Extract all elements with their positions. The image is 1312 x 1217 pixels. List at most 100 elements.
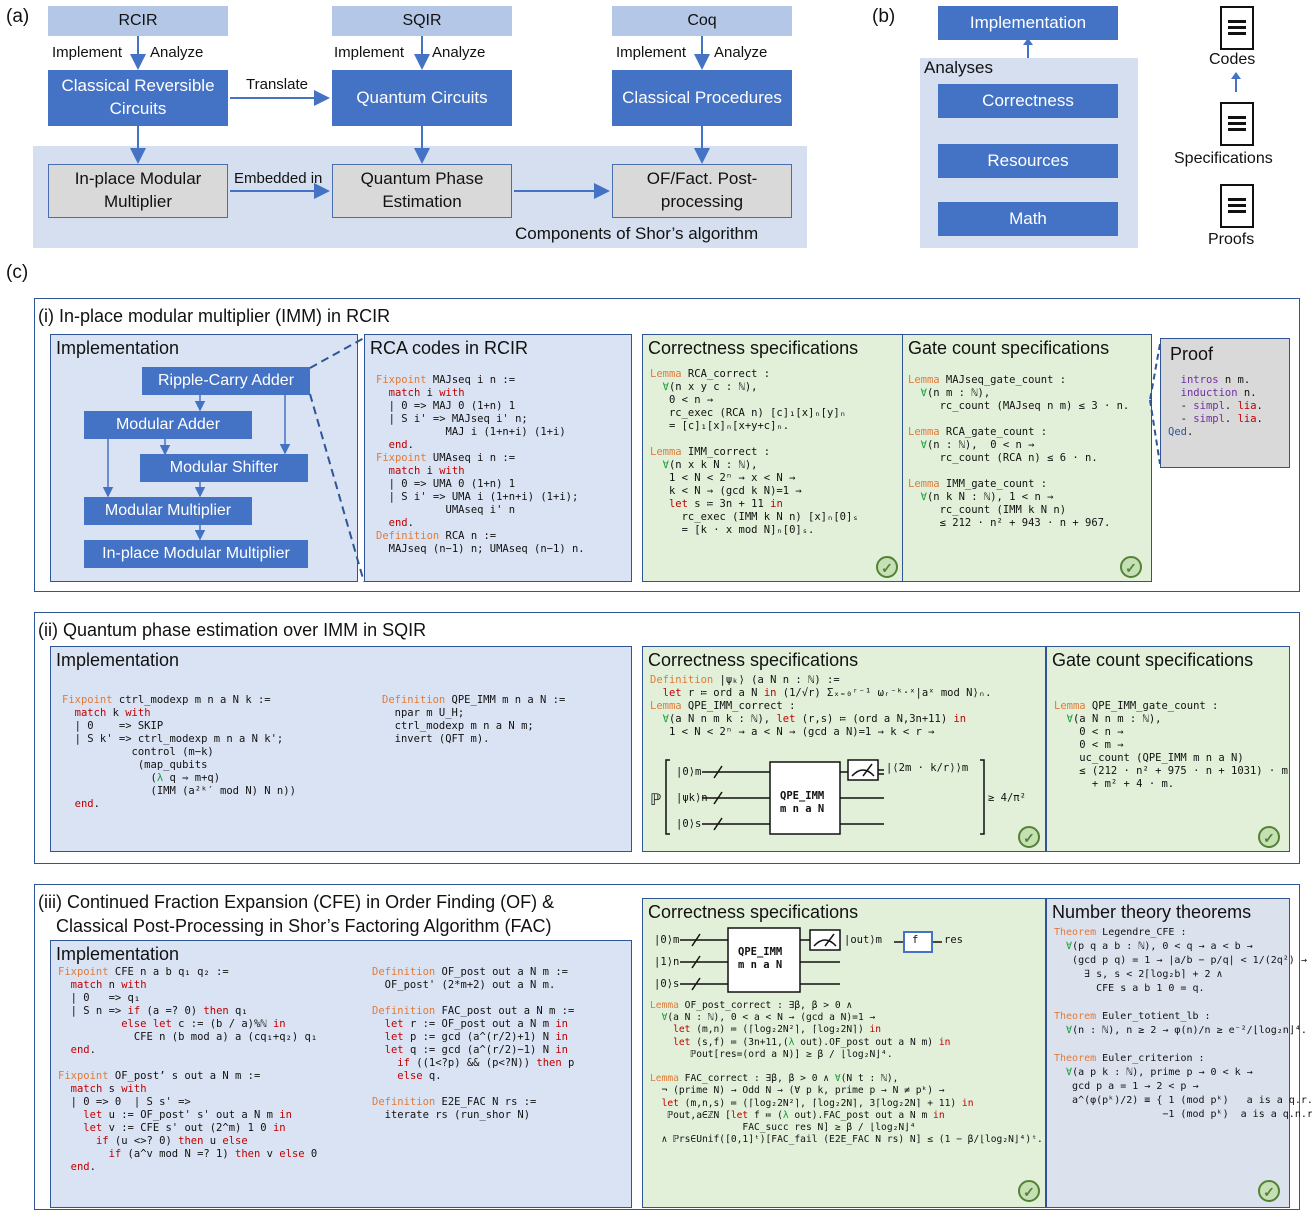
sqir-header: SQIR [332,6,512,36]
analyze-label: Analyze [150,44,204,61]
qpe-correctness-panel [642,646,1046,852]
number-theory-title: Number theory theorems [1052,902,1252,922]
implement-label: Implement [616,44,687,61]
codes-label: Codes [1209,51,1256,68]
verified-check-icon: ✓ [1258,826,1280,848]
document-icon [1220,102,1254,146]
section-qpe [34,612,1300,864]
cfe-code-right: Definition OF_post out a N m := OF_post'… [372,966,575,1121]
section-cfe [34,884,1300,1210]
rcir-header: RCIR [48,6,228,36]
analyze-label: Analyze [714,44,768,61]
up-arrow [1231,72,1241,92]
qpe-circuit-output: |⟨2m · k/r⟩⟩m [886,762,969,774]
qpe-code-right: Definition QPE_IMM m n a N := npar m U_H… [382,694,566,745]
coq-header: Coq [612,6,792,36]
rca-code-block: Fixpoint MAJseq i n := match i with | 0 … [376,374,585,555]
cfe-circuit-output: |out⟩m [844,934,882,946]
cfe-code-left: Fixpoint CFE n a b q₁ q₂ := match n with… [58,966,318,1173]
analyze-label: Analyze [432,44,486,61]
qpe-circuit-input-2: |0⟩s [676,818,702,830]
shor-components-caption: Components of Shor’s algorithm [515,224,759,243]
qpe-probability-bound: ≥ 4/π² [988,792,1026,804]
cfe-implementation-title: Implementation [56,944,180,964]
translate-label: Translate [246,76,308,93]
qpe-gate-count-panel [1046,646,1290,852]
verified-check-icon: ✓ [1258,1180,1280,1202]
section-cfe-title-2: Classical Post-Processing in Shor’s Fact… [56,916,552,936]
f-box-label: f [912,934,919,946]
proof-panel [1160,338,1290,468]
cfe-correctness-code: Lemma OF_post_correct : ∃β, β > 0 ∧ ∀(a … [650,1000,1043,1146]
modular-adder-box: Modular Adder [84,411,252,439]
quantum-circuits-box: Quantum Circuits [332,70,512,126]
qpe-circuit-input-1: |ψk⟩n [676,792,708,804]
cfe-circuit-input-1: |1⟩n [654,956,680,968]
imm-correctness-title: Correctness specifications [648,338,859,358]
post-processing-box: OF/Fact. Post-processing [612,164,792,218]
in-place-modular-multiplier-box: In-place Modular Multiplier [84,540,308,568]
rca-code-panel [364,334,632,582]
proof-title: Proof [1170,344,1214,364]
section-imm-title: (i) In-place modular multiplier (IMM) in… [38,306,391,326]
up-arrow [1023,38,1033,58]
classical-reversible-circuits-box: Classical Reversible Circuits [48,70,228,126]
imm-correctness-code: Lemma RCA_correct : ∀(n x y c : ℕ), 0 < … [650,368,859,536]
section-cfe-title-1: (iii) Continued Fraction Expansion (CFE)… [38,892,555,912]
rca-code-title: RCA codes in RCIR [370,338,529,358]
number-theory-code: Theorem Legendre_CFE : ∀(p q a b : ℕ), 0… [1054,927,1312,1120]
implementation-box: Implementation [938,6,1118,40]
correctness-box: Correctness [938,84,1118,118]
panel-a-label: (a) [6,6,30,27]
embedded-in-label: Embedded in [234,170,323,187]
proofs-label: Proofs [1208,231,1255,248]
cfe-circuit-input-2: |0⟩s [654,978,680,990]
imm-impl-arrows [102,395,291,541]
analyses-label: Analyses [924,58,993,77]
qpe-circuit-box-label: QPE_IMM m n a N [780,790,825,815]
qpe-correctness-title: Correctness specifications [648,650,859,670]
panel-a-arrows [130,36,710,199]
probability-symbol: ℙ [650,792,662,809]
verified-check-icon: ✓ [876,556,898,578]
document-icon [1220,6,1254,50]
modular-multiplier-box: In-place Modular Multiplier [48,164,228,218]
qpe-gate-count-title: Gate count specifications [1052,650,1254,670]
section-qpe-title: (ii) Quantum phase estimation over IMM i… [38,620,427,640]
cfe-correctness-panel [642,898,1046,1208]
qpe-code-left: Fixpoint ctrl_modexp m n a N k := match … [62,694,296,810]
cfe-circuit-box-label: QPE_IMM m n a N [738,946,783,971]
cfe-implementation-panel [50,940,632,1208]
phase-estimation-box: Quantum Phase Estimation [332,164,512,218]
implement-label: Implement [52,44,123,61]
classical-procedures-box: Classical Procedures [612,70,792,126]
modular-shifter-box: Modular Shifter [140,454,308,482]
imm-implementation-title: Implementation [56,338,180,358]
modular-multiplier-box: Modular Multiplier [84,497,252,525]
panel-c-label: (c) [6,262,29,283]
qpe-implementation-title: Implementation [56,650,180,670]
qpe-implementation-panel [50,646,632,852]
verified-check-icon: ✓ [1018,1180,1040,1202]
imm-gate-count-title: Gate count specifications [908,338,1110,358]
specifications-label: Specifications [1174,150,1273,167]
res-label: res [944,934,963,946]
qpe-gate-count-code: Lemma QPE_IMM_gate_count : ∀(a N n m : ℕ… [1054,700,1288,790]
section-imm [34,298,1300,592]
panel-b-label: (b) [872,6,896,27]
verified-check-icon: ✓ [1120,556,1142,578]
proof-dashed-link [1149,343,1161,465]
imm-correctness-panel [642,334,904,582]
document-icon [1220,184,1254,228]
implement-label: Implement [334,44,405,61]
imm-gate-count-code: Lemma MAJseq_gate_count : ∀(n m : ℕ), rc… [908,374,1130,529]
resources-box: Resources [938,144,1118,178]
cfe-circuit [680,927,942,993]
cfe-circuit-input-0: |0⟩m [654,934,680,946]
zoom-dashed-lines [309,337,365,583]
ripple-carry-adder-box: Ripple-Carry Adder [142,367,310,395]
proof-code: intros n m. induction n. - simpl. lia. -… [1168,374,1263,438]
cfe-correctness-title: Correctness specifications [648,902,859,922]
qpe-correctness-code: Definition |ψₖ⟩ (a N n : ℕ) := let r ≔ o… [650,674,992,738]
qpe-circuit [665,759,985,835]
